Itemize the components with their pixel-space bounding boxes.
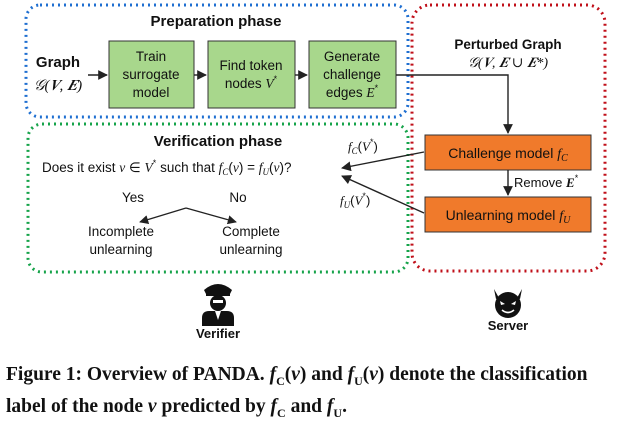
no-branch-arrow: [185, 207, 237, 225]
find-token-line1: Find token: [219, 58, 282, 73]
generate-challenge-line3: edges E*: [326, 83, 379, 100]
graph-label: Graph: [36, 54, 80, 71]
no-label: No: [229, 190, 246, 205]
verification-phase-frame: [26, 122, 410, 274]
remove-edges-label: Remove E*: [514, 173, 579, 190]
challenge-model-box: Challenge model fC: [424, 134, 592, 171]
fc-output-label: fC(V*): [348, 137, 378, 156]
challenge-model-label: Challenge model fC: [448, 145, 568, 164]
preparation-phase-title: Preparation phase: [151, 13, 282, 30]
caption-label: Figure 1:: [6, 364, 83, 385]
train-surrogate-line2: surrogate: [122, 67, 179, 82]
devil-face-icon: [494, 289, 522, 318]
perturbed-graph-title: Perturbed Graph: [454, 37, 561, 52]
train-surrogate-line3: model: [133, 85, 170, 100]
incomplete-unlearning-line2: unlearning: [89, 242, 152, 257]
server-label: Server: [488, 318, 528, 333]
yes-label: Yes: [122, 190, 144, 205]
find-token-nodes-box: Find token nodes V*: [207, 40, 296, 109]
find-token-line2: nodes V*: [225, 74, 278, 91]
verification-question: Does it exist v ∈ V* such that fC(v) = f…: [42, 158, 292, 177]
diagram-canvas: Preparation phase Graph 𝒢(𝑽, 𝑬) Train su…: [24, 3, 607, 341]
verification-phase-title: Verification phase: [154, 133, 282, 150]
generate-challenge-box: Generate challenge edges E*: [308, 40, 397, 109]
fu-output-label: fU(V*): [340, 191, 370, 210]
unlearning-output-arrow: [341, 175, 425, 214]
complete-unlearning-line1: Complete: [222, 224, 280, 239]
train-surrogate-box: Train surrogate model: [108, 40, 195, 109]
generate-challenge-line2: challenge: [323, 67, 381, 82]
perturbed-graph-formula: 𝒢(𝑽, 𝑬 ∪ 𝑬*): [468, 56, 548, 71]
train-surrogate-line1: Train: [136, 49, 166, 64]
graph-formula: 𝒢(𝑽, 𝑬): [34, 78, 82, 94]
police-officer-icon: [202, 284, 234, 326]
challenge-output-arrow: [341, 151, 425, 172]
unlearning-model-label: Unlearning model fU: [446, 207, 572, 226]
generate-challenge-line1: Generate: [324, 49, 380, 64]
figure-caption: Figure 1: Overview of PANDA. fC(v) and f…: [6, 362, 628, 426]
unlearning-model-box: Unlearning model fU: [424, 196, 592, 233]
caption-text: Overview of PANDA. fC(v) and fU(v) denot…: [6, 364, 588, 420]
verifier-label: Verifier: [196, 326, 240, 341]
generate-to-challenge-arrow: [396, 74, 513, 134]
yes-branch-arrow: [139, 207, 187, 224]
complete-unlearning-line2: unlearning: [219, 242, 282, 257]
server-frame: [410, 3, 607, 273]
incomplete-unlearning-line1: Incomplete: [88, 224, 154, 239]
